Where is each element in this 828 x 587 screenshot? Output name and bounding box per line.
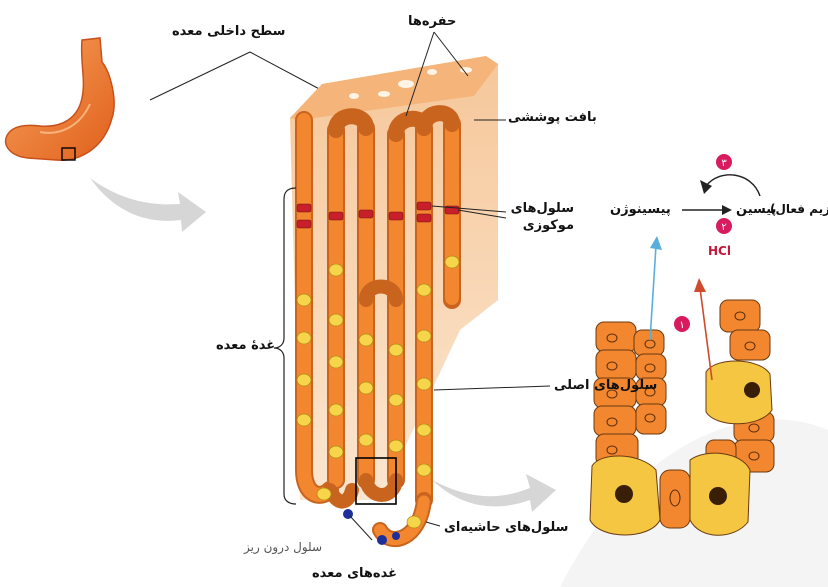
label-gastric-gland: غدهٔ معده [216, 338, 275, 353]
parietal-cell [317, 488, 331, 500]
label-endocrine-cell: سلول درون ریز [244, 540, 322, 554]
parietal-cell [297, 332, 311, 344]
parietal-cell [389, 440, 403, 452]
label-gastric-glands: غده‌های معده [312, 566, 397, 581]
parietal-cell [389, 394, 403, 406]
mucous-cell [297, 204, 311, 212]
acid-secretion-arrow [700, 288, 712, 380]
parietal-cell [359, 334, 373, 346]
parietal-cell [417, 284, 431, 296]
mucous-cell [359, 210, 373, 218]
parietal-cell [329, 404, 343, 416]
parietal-cell [407, 516, 421, 528]
autocatalysis-arrow [706, 175, 760, 196]
label-chief-cells: سلول‌های اصلی [554, 378, 657, 393]
parietal-cell [329, 446, 343, 458]
mucous-cell [329, 212, 343, 220]
label-pepsinogen: پیسینوژن [610, 202, 671, 217]
parietal-cell [297, 374, 311, 386]
leader-inner-surface [150, 52, 250, 100]
parietal-cell [329, 264, 343, 276]
mucous-cell [417, 202, 431, 210]
parietal-cell [389, 344, 403, 356]
zoom-arrow-left [90, 178, 206, 232]
gastric-gland-bracket [274, 188, 296, 504]
label-active-enzyme: (آنزیم فعال) [770, 202, 828, 216]
acid-secretion-arrowhead [694, 278, 706, 292]
parietal-cell [297, 294, 311, 306]
parietal-cell [417, 424, 431, 436]
parietal-cell [297, 414, 311, 426]
parietal-cell [329, 356, 343, 368]
parietal-cell [359, 382, 373, 394]
label-epithelial-tissue: بافت پوششی [508, 110, 597, 125]
parietal-cell [445, 256, 459, 268]
label-inner-surface: سطح داخلی معده [172, 24, 285, 39]
label-mucous-cells: سلول‌های موکوزی [510, 200, 574, 234]
parietal-cell [417, 464, 431, 476]
step-marker-2-text: ۲ [721, 222, 726, 233]
mucous-cell [417, 214, 431, 222]
enzyme-secretion-arrowhead [650, 236, 662, 250]
label-pits: حفره‌ها [408, 14, 456, 29]
step-marker-3-text: ۳ [721, 158, 727, 169]
parietal-cell [417, 330, 431, 342]
stomach-illustration [6, 38, 114, 160]
zoom-arrow-right [432, 474, 556, 512]
parietal-cell [329, 314, 343, 326]
endocrine-cell [377, 535, 387, 545]
parietal-cell [359, 434, 373, 446]
mucous-cell [297, 220, 311, 228]
mucous-cell [389, 212, 403, 220]
parietal-cell [417, 378, 431, 390]
step-marker-1-text: ۱ [679, 320, 684, 331]
conversion-arrowhead [722, 205, 732, 215]
enzyme-secretion-arrow [650, 246, 656, 340]
label-parietal-cells: سلول‌های حاشیه‌ای [444, 520, 568, 535]
label-hcl: HCl [708, 244, 731, 258]
endocrine-cell [392, 532, 400, 540]
